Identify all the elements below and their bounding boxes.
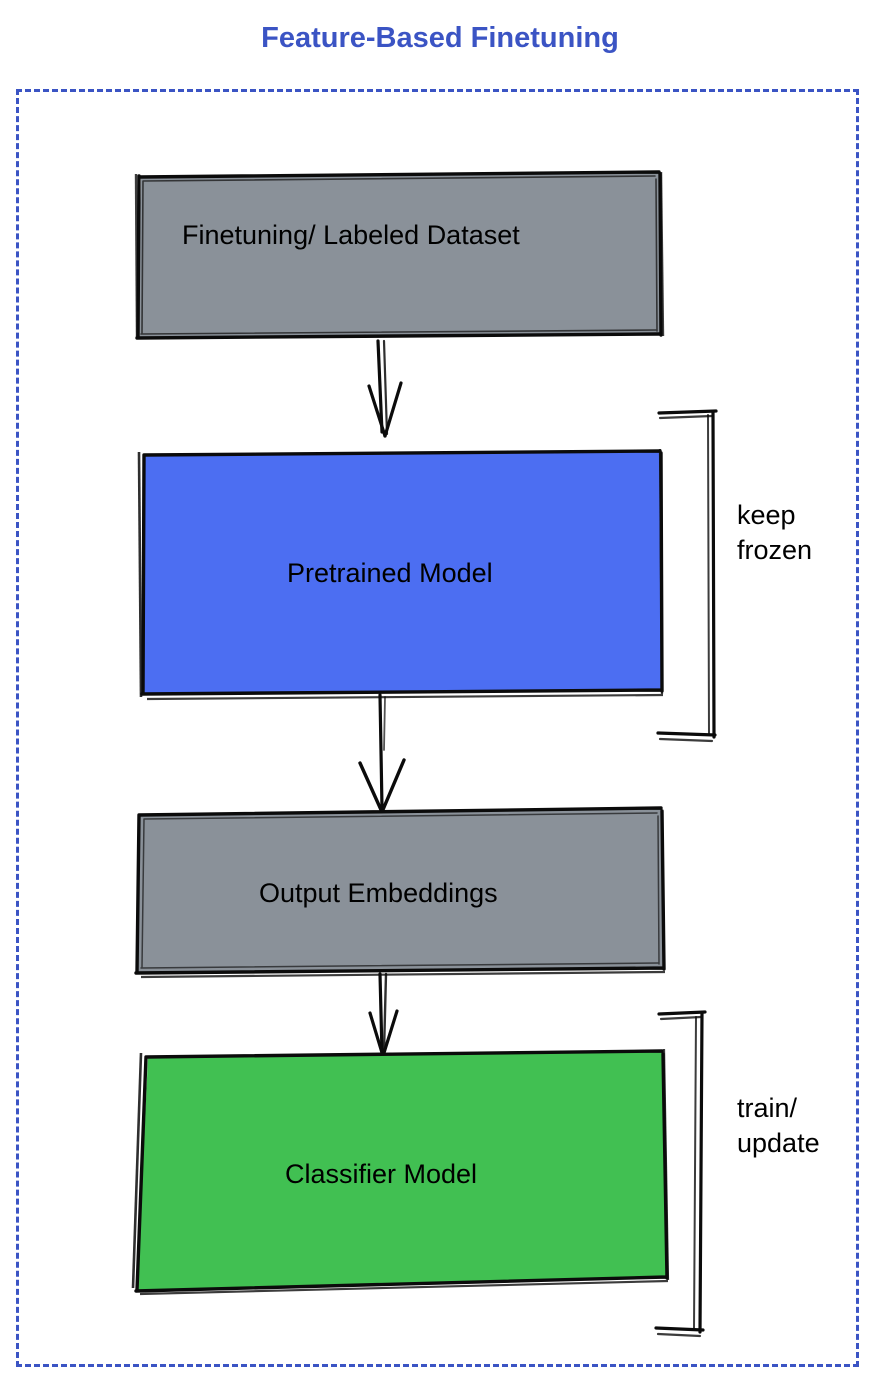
node-classifier-model-edge-bottom <box>139 1279 669 1296</box>
node-pretrained-model-edge-bottom <box>146 693 664 701</box>
node-classifier-model-edge-left <box>131 1052 143 1289</box>
node-classifier-model-fill <box>137 1052 666 1290</box>
node-pretrained-model-label: Pretrained Model <box>287 558 493 588</box>
node-output-embeddings-outline-sketch <box>140 812 660 969</box>
node-output-embeddings[interactable] <box>134 806 666 979</box>
node-dataset-fill <box>138 172 661 338</box>
diagram-outer-frame <box>16 89 859 1367</box>
node-classifier-model-label: Classifier Model <box>285 1159 478 1189</box>
node-output-embeddings-edge-bottom <box>140 970 666 979</box>
annotation-train-update: train/ update <box>737 1093 820 1159</box>
node-output-embeddings-outline <box>134 806 666 975</box>
node-pretrained-model-edge-left <box>137 451 143 698</box>
node-dataset-outline <box>135 170 663 340</box>
annotation-keep-frozen: keep frozen <box>737 500 813 566</box>
node-dataset-outline-sketch <box>140 175 658 335</box>
node-output-embeddings-label: Output Embeddings <box>259 878 498 908</box>
node-classifier-model-edge-right <box>662 1048 670 1281</box>
node-pretrained-model-edge-right <box>658 448 664 695</box>
node-output-embeddings-fill <box>137 809 663 972</box>
node-classifier-model[interactable] <box>131 1048 670 1296</box>
node-dataset-edge-right <box>659 171 665 337</box>
node-dataset-label: Finetuning/ Labeled Dataset <box>182 220 520 250</box>
node-dataset[interactable] <box>134 170 665 340</box>
node-dataset-edge-left <box>134 173 139 338</box>
page-title: Feature-Based Finetuning <box>261 22 619 54</box>
node-pretrained-model-fill <box>143 452 661 693</box>
node-pretrained-model[interactable] <box>137 448 664 701</box>
